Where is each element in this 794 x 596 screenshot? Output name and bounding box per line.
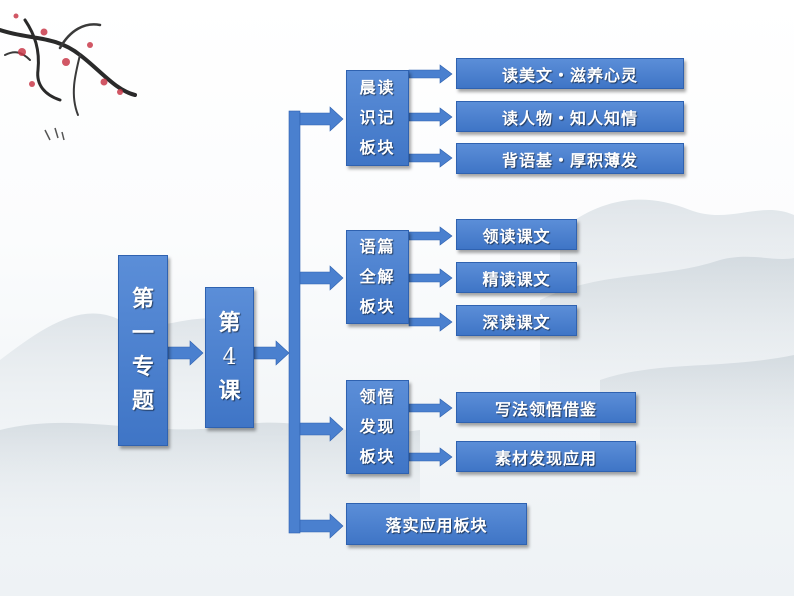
arrow-to-section-2 [299,265,344,291]
section-practice-application: 落实应用板块 [346,503,527,545]
arrow-s3-item2 [408,447,453,467]
item-material-application: 素材发现应用 [456,441,636,472]
item-label: 素材发现应用 [494,448,597,468]
section-text-analysis: 语篇 全解 板块 [346,230,409,324]
arrow-s2-item3 [408,312,453,332]
section-label-line: 板块 [359,297,396,316]
root-char: 一 [131,320,154,346]
section-label-line: 语篇 [359,237,396,256]
item-label: 深读课文 [482,312,551,332]
arrow-s2-item1 [408,226,453,246]
item-deep-reading: 深读课文 [456,305,577,336]
arrow-s2-item2 [408,268,453,288]
arrow-s1-item3 [408,148,453,168]
arrow-root-to-lesson [167,340,204,366]
lesson-char: 第 [218,310,241,336]
item-label: 读美文・滋养心灵 [501,65,638,85]
root-node-topic-1: 第 一 专 题 [118,255,168,446]
lesson-node: 第 4 课 [205,287,254,428]
lesson-char: 课 [218,378,241,404]
item-lead-reading: 领读课文 [456,219,577,250]
section-label-line: 识记 [359,108,396,127]
plum-branch-decoration [0,13,137,141]
item-recite-basics: 背语基・厚积薄发 [456,143,684,174]
arrow-to-section-3 [299,416,344,442]
arrow-lesson-to-trunk [253,340,290,366]
item-label: 背语基・厚积薄发 [501,150,638,170]
trunk-line [288,110,301,534]
section-label: 落实应用板块 [385,516,488,535]
item-label: 读人物・知人知情 [501,108,638,128]
section-label-line: 晨读 [359,78,396,97]
arrow-s3-item1 [408,398,453,418]
root-char: 第 [131,286,154,312]
lesson-char: 4 [222,344,237,370]
arrow-to-section-4 [299,513,344,539]
section-label-line: 领悟 [359,387,396,406]
item-read-people: 读人物・知人知情 [456,101,684,132]
item-read-essay: 读美文・滋养心灵 [456,58,684,89]
root-char: 题 [131,388,154,414]
item-close-reading: 精读课文 [456,262,577,293]
root-char: 专 [131,354,154,380]
section-label-line: 发现 [359,417,396,436]
section-morning-reading: 晨读 识记 板块 [346,70,409,166]
section-label-line: 板块 [359,138,396,157]
item-label: 精读课文 [482,269,551,289]
section-label-line: 全解 [359,267,396,286]
item-label: 写法领悟借鉴 [494,399,597,419]
arrow-s1-item1 [408,64,453,84]
arrow-s1-item2 [408,107,453,127]
item-writing-technique: 写法领悟借鉴 [456,392,636,423]
section-label-line: 板块 [359,447,396,466]
arrow-to-section-1 [299,106,344,132]
section-insight-discovery: 领悟 发现 板块 [346,380,409,474]
item-label: 领读课文 [482,226,551,246]
